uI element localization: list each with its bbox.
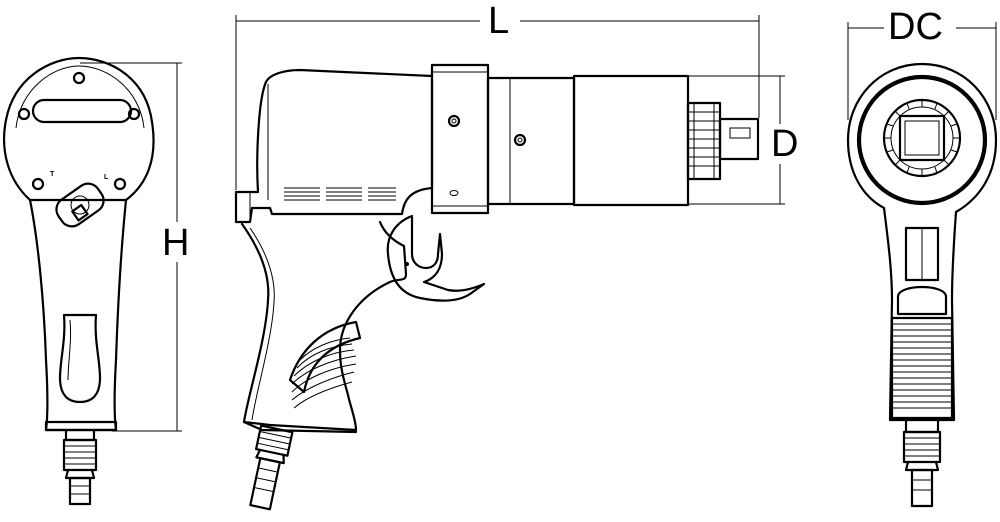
rear-view [846,62,998,508]
height-dimension [80,62,182,432]
height-label: H [162,222,190,264]
drive-dimension [688,75,785,205]
length-dimension [235,15,760,190]
length-label: L [488,0,510,42]
diameter-label: DC [888,6,943,48]
drive-label: D [771,123,799,165]
front-mark-right: L [104,174,109,181]
front-mark-left: T [50,171,55,178]
side-view [234,63,760,511]
diameter-dimension [847,22,997,120]
front-view [2,56,155,506]
